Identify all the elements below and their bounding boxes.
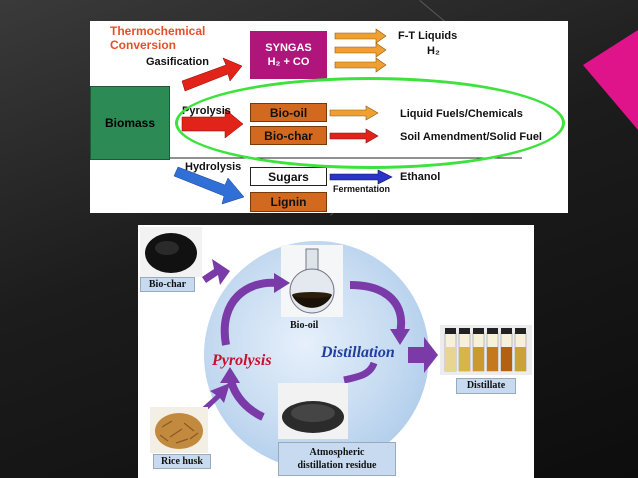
residue-caption: Atmospheric distillation residue bbox=[278, 442, 396, 476]
lignin-label: Lignin bbox=[270, 195, 307, 209]
bio-char-caption: Bio-char bbox=[140, 277, 195, 292]
residue-photo bbox=[278, 383, 348, 439]
hydrolysis-arrow bbox=[173, 166, 245, 205]
pyrolysis-label: Pyrolysis bbox=[212, 352, 272, 369]
gasification-label: Gasification bbox=[146, 56, 209, 68]
arrow-to-bio-oil bbox=[220, 278, 279, 346]
pyrolysis-highlight-oval bbox=[175, 77, 565, 169]
rice-husk-photo bbox=[150, 407, 208, 453]
syngas-output-arrow-1 bbox=[334, 28, 387, 44]
syngas-formula: H₂ + CO bbox=[267, 56, 310, 68]
residue-caption-line-2: distillation residue bbox=[297, 460, 377, 471]
fermentation-arrow bbox=[329, 169, 393, 185]
arrow-bio-oil-to-distillation bbox=[349, 281, 406, 334]
arrow-to-bio-char bbox=[202, 259, 230, 285]
syngas-box: SYNGAS H₂ + CO bbox=[250, 31, 327, 79]
vial-row bbox=[444, 328, 527, 372]
lignin-box: Lignin bbox=[250, 192, 327, 212]
distillation-label: Distillation bbox=[321, 344, 395, 361]
biomass-conversion-diagram: Thermochemical Conversion Gasification B… bbox=[90, 21, 568, 213]
gasification-arrow bbox=[181, 57, 243, 92]
slide-accent-tab bbox=[583, 30, 638, 130]
title-line-1: Thermochemical bbox=[110, 24, 206, 38]
h2-label: H₂ bbox=[427, 45, 440, 57]
biomass-box: Biomass bbox=[90, 86, 170, 160]
sugars-label: Sugars bbox=[268, 169, 309, 184]
title-line-2: Conversion bbox=[110, 38, 177, 52]
fermentation-label: Fermentation bbox=[333, 184, 391, 194]
bio-char-photo bbox=[140, 227, 202, 277]
hydrolysis-label: Hydrolysis bbox=[185, 161, 242, 173]
arrow-residue-to-distillation bbox=[343, 361, 378, 384]
syngas-output-arrow-2 bbox=[334, 42, 387, 58]
bio-oil-caption: Bio-oil bbox=[290, 320, 319, 331]
arrow-to-distillate bbox=[408, 337, 438, 373]
ft-liquids-label: F-T Liquids bbox=[398, 30, 458, 42]
syngas-label: SYNGAS bbox=[265, 42, 312, 54]
distillate-caption: Distillate bbox=[456, 378, 516, 394]
syngas-output-arrow-3 bbox=[334, 57, 387, 73]
distillate-vials-photo bbox=[440, 325, 532, 375]
pyrolysis-distillation-diagram: Bio-char Bio-oil Pyrolysis Distillation bbox=[138, 225, 534, 478]
ethanol-label: Ethanol bbox=[400, 171, 441, 183]
diagram-title: Thermochemical Conversion bbox=[110, 24, 205, 52]
biomass-label: Biomass bbox=[104, 116, 156, 130]
bio-oil-flask-photo bbox=[281, 245, 343, 317]
residue-caption-line-1: Atmospheric bbox=[309, 447, 365, 458]
sugars-box: Sugars bbox=[250, 167, 327, 186]
rice-husk-caption: Rice husk bbox=[153, 454, 211, 469]
